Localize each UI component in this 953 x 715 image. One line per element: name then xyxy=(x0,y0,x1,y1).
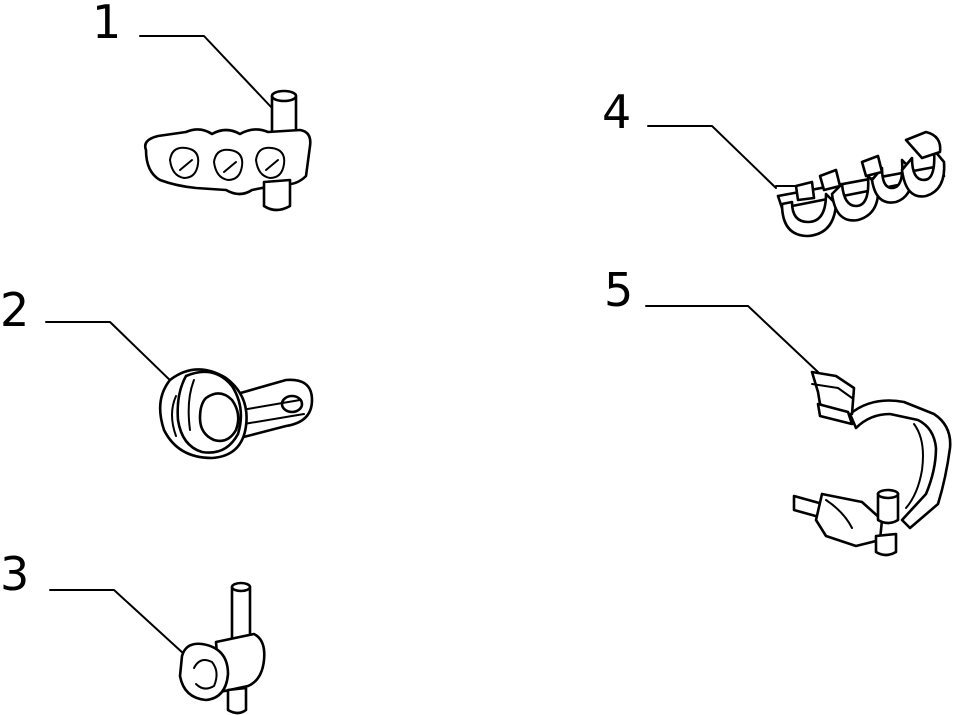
part-1-group: 1 xyxy=(92,0,312,212)
part-2-p-clip xyxy=(158,368,314,460)
callout-number-1: 1 xyxy=(92,0,121,49)
part-3-group: 3 xyxy=(0,547,266,715)
part-4-group: 4 xyxy=(602,85,946,238)
part-4-multi-clip xyxy=(775,130,946,238)
leader-line-1 xyxy=(139,35,273,109)
part-1-triple-clip xyxy=(143,89,312,212)
leader-line-5 xyxy=(645,305,819,373)
callout-number-4: 4 xyxy=(602,85,631,139)
part-2-group: 2 xyxy=(0,283,314,460)
leader-line-3 xyxy=(49,589,185,655)
part-5-bridge-clip xyxy=(792,370,952,557)
part-5-group: 5 xyxy=(604,263,952,557)
callout-number-2: 2 xyxy=(0,283,29,337)
leader-line-4 xyxy=(647,125,777,189)
callout-number-3: 3 xyxy=(0,547,29,601)
callout-number-5: 5 xyxy=(604,263,633,317)
leader-line-2 xyxy=(45,321,177,387)
part-3-single-clip xyxy=(178,581,266,715)
